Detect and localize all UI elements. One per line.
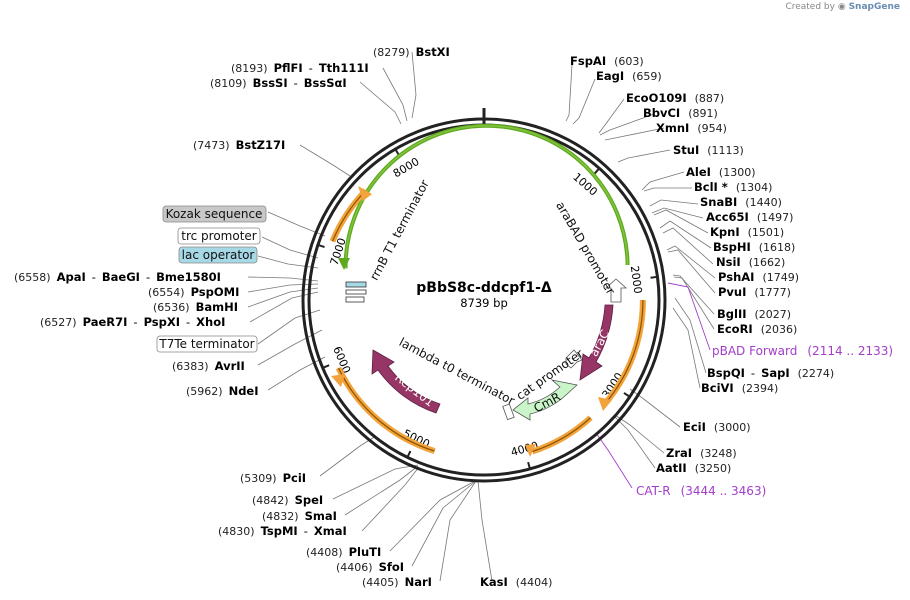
CmR-label: CmR (531, 390, 563, 416)
araC-arrow (579, 304, 614, 381)
svg-text:(7473)BstZ17I: (7473)BstZ17I (193, 138, 285, 152)
T7Te-mark (345, 296, 365, 303)
svg-text:KasI(4404): KasI(4404) (480, 575, 552, 589)
svg-text:(8109)BssSI-BssSαI: (8109)BssSI-BssSαI (210, 76, 347, 90)
primer-labels: pBAD Forward(2114 .. 2133) CAT-R(3444 ..… (636, 344, 893, 498)
scale-tick-mark (406, 450, 412, 459)
svg-text:EcoRI(2036): EcoRI(2036) (717, 322, 797, 336)
svg-text:BclI *(1304): BclI *(1304) (694, 180, 772, 194)
svg-text:(5962)NdeI: (5962)NdeI (186, 384, 259, 398)
plasmid-length: 8739 bp (460, 296, 508, 310)
lac-operator-mark (345, 281, 367, 288)
kozak-label: Kozak sequence (166, 207, 263, 221)
svg-text:AatII(3250): AatII(3250) (656, 461, 731, 475)
orange-arrowhead-top-left (358, 186, 372, 201)
t7te-label: T7Te terminator (158, 337, 254, 351)
svg-text:BspQI-SapI(2274): BspQI-SapI(2274) (707, 366, 834, 380)
right-site-labels: FspAI(603) EagI(659) EcoO109I(887) BbvCI… (480, 54, 834, 589)
lambda-terminator-mark (502, 403, 515, 421)
svg-text:pBAD Forward(2114 .. 2133): pBAD Forward(2114 .. 2133) (712, 344, 893, 358)
araC-label: araC (587, 327, 613, 358)
svg-text:NsiI(1662): NsiI(1662) (716, 255, 785, 269)
snapgene-logo-icon: ◉ (837, 2, 846, 12)
svg-text:(4842)SpeI: (4842)SpeI (252, 493, 323, 507)
svg-text:(8279)BstXI: (8279)BstXI (373, 45, 450, 59)
scale-tick-mark (650, 275, 659, 279)
scale-tick-mark (393, 147, 400, 156)
svg-text:XmnI(954): XmnI(954) (656, 121, 727, 135)
svg-text:BbvCI(891): BbvCI(891) (643, 106, 718, 120)
svg-text:(4830)TspMI-XmaI: (4830)TspMI-XmaI (218, 524, 347, 538)
svg-text:FspAI(603): FspAI(603) (570, 54, 644, 68)
rrnB-label: rrnB T1 terminator (367, 177, 432, 282)
svg-text:StuI(1113): StuI(1113) (673, 143, 744, 157)
svg-text:(6383)AvrII: (6383)AvrII (172, 359, 245, 373)
svg-text:(5309)PciI: (5309)PciI (240, 471, 306, 485)
svg-text:EciI(3000): EciI(3000) (683, 420, 750, 434)
trc-promoter-mark (345, 289, 367, 295)
svg-text:BciVI(2394): BciVI(2394) (701, 381, 778, 395)
svg-text:(6527)PaeR7I-PspXI-XhoI: (6527)PaeR7I-PspXI-XhoI (40, 315, 225, 329)
green-feature-arrowhead (338, 258, 350, 270)
svg-text:(6554)PspOMI: (6554)PspOMI (148, 285, 239, 299)
scale-tick-mark (593, 166, 601, 175)
svg-text:AleI(1300): AleI(1300) (686, 165, 756, 179)
svg-text:EcoO109I(887): EcoO109I(887) (626, 91, 724, 105)
lac-operator-label: lac operator (182, 248, 255, 262)
svg-text:(4405)NarI: (4405)NarI (362, 575, 432, 589)
scale-tick-label: 2000 (628, 265, 645, 294)
svg-text:BglII(2027): BglII(2027) (717, 307, 791, 321)
trc-promoter-label: trc promoter (181, 229, 257, 243)
svg-text:(4406)SfoI: (4406)SfoI (336, 560, 404, 574)
svg-text:(6558)ApaI-BaeGI-Bme1580I: (6558)ApaI-BaeGI-Bme1580I (14, 270, 221, 284)
scale-tick-mark (623, 392, 632, 399)
svg-text:SnaBI(1440): SnaBI(1440) (700, 195, 782, 209)
svg-text:(6536)BamHI: (6536)BamHI (153, 300, 238, 314)
cat-promoter-arrow (565, 349, 583, 369)
credit-prefix: Created by (785, 2, 835, 12)
credit-brand: SnapGene (848, 2, 900, 12)
svg-text:Acc65I(1497): Acc65I(1497) (706, 210, 793, 224)
left-site-labels: (8279)BstXI (8193)PflFI-Tth111I (8109)Bs… (14, 45, 450, 589)
scale-tick-mark (527, 461, 532, 471)
svg-text:KpnI(1501): KpnI(1501) (710, 225, 784, 239)
svg-text:(4408)PluTI: (4408)PluTI (306, 545, 381, 559)
svg-text:(8193)PflFI-Tth111I: (8193)PflFI-Tth111I (231, 61, 369, 75)
svg-text:BspHI(1618): BspHI(1618) (713, 240, 795, 254)
svg-text:PvuI(1777): PvuI(1777) (718, 285, 791, 299)
scale-tick-mark (316, 243, 325, 249)
svg-text:CAT-R(3444 .. 3463): CAT-R(3444 .. 3463) (636, 484, 766, 498)
CmR-arrow (512, 379, 578, 421)
araBAD-label: araBAD promoter (553, 199, 618, 297)
Rep101-arrow (371, 349, 441, 414)
svg-text:ZraI(3248): ZraI(3248) (666, 446, 737, 460)
svg-text:(4832)SmaI: (4832)SmaI (262, 509, 337, 523)
araBAD-arrow (604, 278, 628, 303)
svg-text:EagI(659): EagI(659) (596, 69, 662, 83)
created-by-credit: Created by ◉ SnapGene (785, 2, 900, 12)
plasmid-name: pBbS8c-ddcpf1-Δ (416, 280, 552, 296)
svg-text:PshAI(1749): PshAI(1749) (718, 270, 799, 284)
scale-tick-mark (321, 364, 330, 370)
boxed-labels: Kozak sequence trc promoter lac operator… (156, 205, 267, 353)
